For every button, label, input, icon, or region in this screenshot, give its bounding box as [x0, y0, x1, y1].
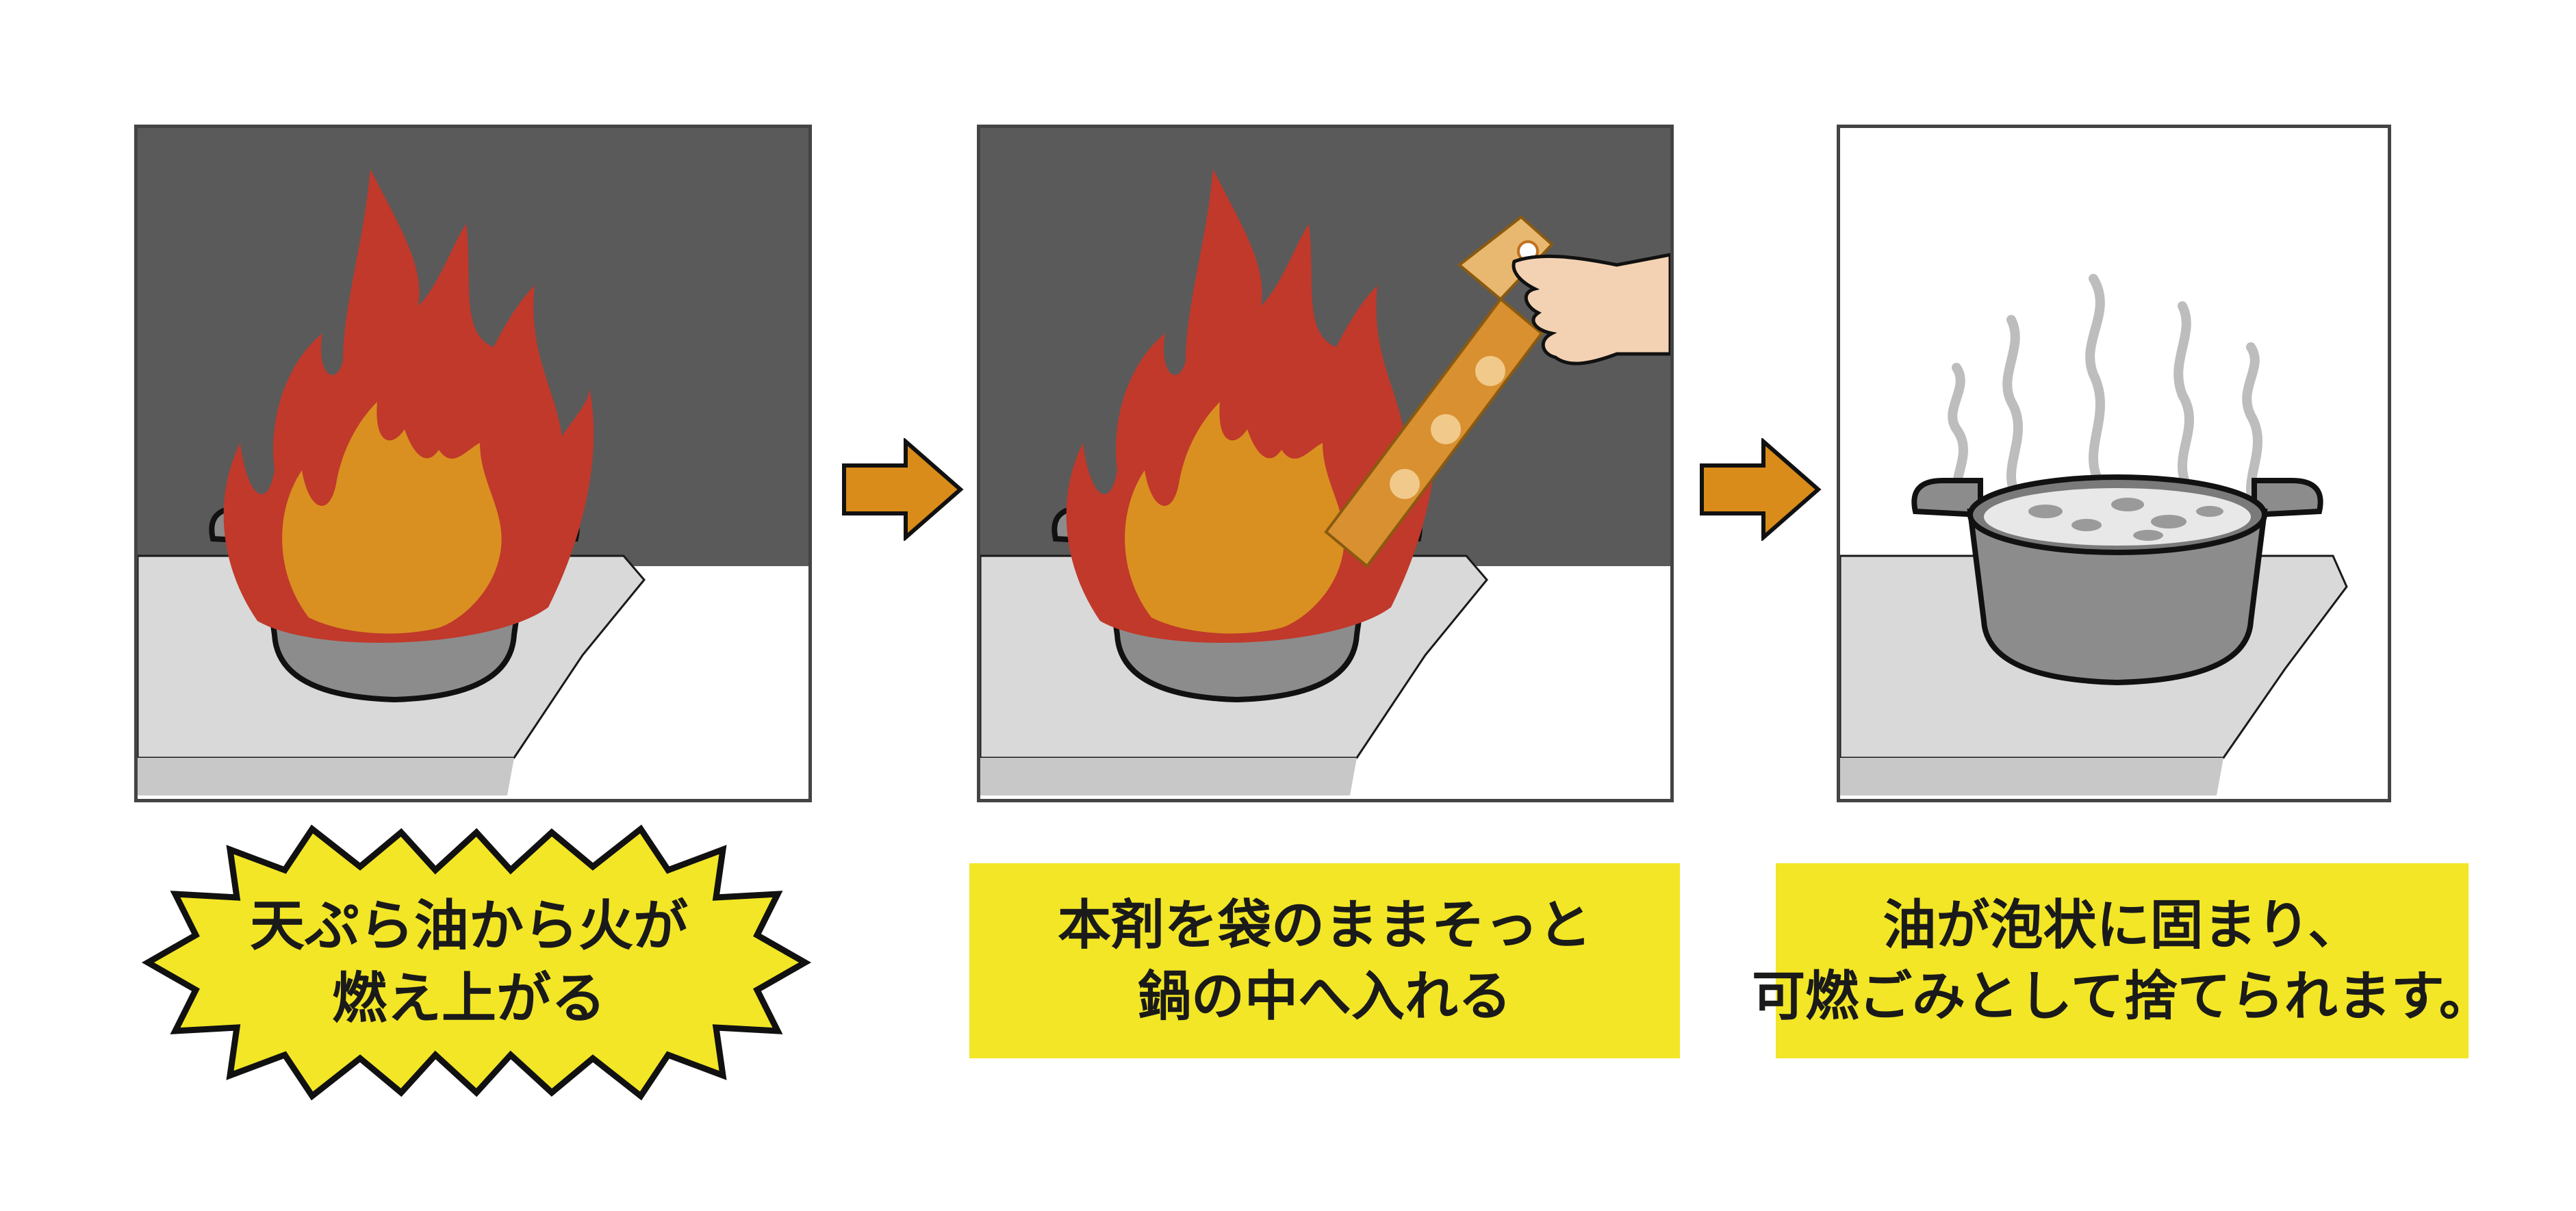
- caption-2-line-1: 本剤を袋のままそっと: [1057, 894, 1592, 956]
- caption-2: 本剤を袋のままそっと 鍋の中へ入れる: [969, 863, 1680, 1058]
- caption-2-line-2: 鍋の中へ入れる: [1137, 965, 1512, 1028]
- counter-edge: [980, 758, 1357, 795]
- arrow-right-icon: [842, 438, 964, 541]
- step-2-illustration: [977, 125, 1674, 802]
- foam-lumps: [2028, 498, 2223, 541]
- flame-icon: [223, 169, 594, 643]
- extinguisher-packet-icon: [1324, 215, 1554, 568]
- step-3-scene: [1840, 128, 2388, 795]
- arrow-right-icon: [1700, 438, 1822, 541]
- solidified-oil-foam: [1984, 488, 2251, 546]
- pot: [1911, 474, 2323, 686]
- caption-1-line-1: 天ぷら油から火が: [250, 894, 688, 958]
- step-1-scene: [138, 128, 808, 795]
- step-1-illustration: [134, 125, 812, 802]
- caption-3-line-1: 油が泡状に固まり、: [1883, 894, 2362, 956]
- step-3-illustration: [1837, 125, 2391, 802]
- caption-1-line-2: 燃え上がる: [332, 967, 606, 1030]
- counter-edge: [138, 758, 514, 795]
- caption-1: 天ぷら油から火が 燃え上がる: [120, 819, 817, 1106]
- step-2-scene: [980, 128, 1670, 795]
- caption-3: 油が泡状に固まり、 可燃ごみとして捨てられます。: [1752, 863, 2492, 1058]
- counter-edge: [1840, 758, 2223, 795]
- hand: [1512, 253, 1670, 366]
- caption-burst-1: [141, 824, 812, 1101]
- caption-3-line-2: 可燃ごみとして捨てられます。: [1752, 965, 2492, 1028]
